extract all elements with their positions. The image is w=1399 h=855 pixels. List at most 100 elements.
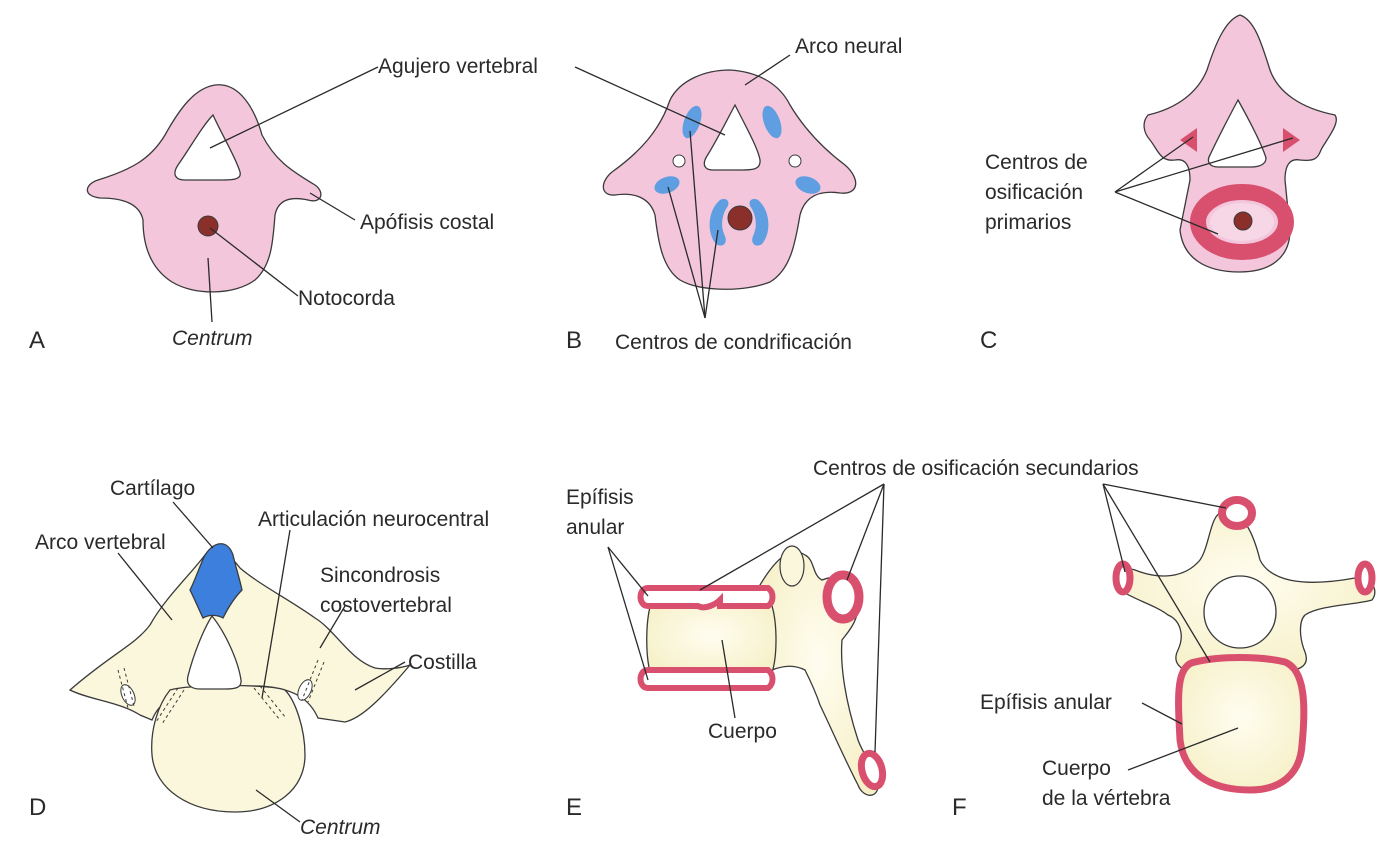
label-epifisis-anular-f: Epífisis anular xyxy=(980,691,1112,714)
chondrification-center-body-right xyxy=(749,198,769,246)
costovertebral-synchondrosis-left-b xyxy=(123,667,135,707)
secondary-ossification-center-transverse xyxy=(822,570,864,624)
leader-f-epiphysis xyxy=(1141,702,1183,725)
panel-b-notochord xyxy=(727,205,753,231)
panel-c-vertebra xyxy=(1114,14,1337,273)
panel-letter-a: A xyxy=(29,327,46,354)
leader-d-neurocentral xyxy=(261,529,291,699)
leader-c-2 xyxy=(1114,137,1294,193)
label-sincondrosis-line2: costovertebral xyxy=(320,594,452,617)
panel-f-vertebra xyxy=(1102,483,1376,794)
costovertebral-synchondrosis-left-a xyxy=(117,669,129,709)
leader-d-cartilage xyxy=(172,501,214,549)
leader-f-secondary-1 xyxy=(1102,483,1227,509)
label-sincondrosis-line1: Sincondrosis xyxy=(320,564,441,587)
costovertebral-synchondrosis-right-a xyxy=(301,659,319,701)
leader-e-secondary-1 xyxy=(699,483,885,591)
panel-letter-b: B xyxy=(566,327,583,354)
leader-e-secondary-2 xyxy=(846,483,885,581)
panel-a-vertebra xyxy=(86,66,379,323)
label-cuerpo-vertebra-line1: Cuerpo xyxy=(1042,757,1111,780)
label-cuerpo-vertebra-line2: de la vértebra xyxy=(1042,787,1171,810)
label-articulacion-neurocentral: Articulación neurocentral xyxy=(258,508,490,531)
label-epifisis-anular-e-line1: Epífisis xyxy=(566,486,634,509)
label-arco-vertebral: Arco vertebral xyxy=(35,531,166,554)
leader-f-body xyxy=(1127,727,1239,771)
panel-letter-d: D xyxy=(29,794,47,821)
leader-f-secondary-3 xyxy=(1102,483,1211,663)
chondrification-center-body-left xyxy=(709,198,729,246)
leader-a-notochord xyxy=(209,227,299,297)
panel-e-pedicle-nub xyxy=(779,545,805,587)
label-apofisis-costal: Apófisis costal xyxy=(360,211,495,234)
panel-e-vertebra xyxy=(607,483,887,796)
panel-c-notochord xyxy=(1233,211,1253,231)
chondrification-center-costal-left xyxy=(654,176,680,194)
panel-letter-e: E xyxy=(566,794,583,821)
panel-d-vertebral-foramen xyxy=(186,614,242,690)
panel-b-hole-right xyxy=(788,154,802,168)
panel-b-hole-left xyxy=(672,154,686,168)
label-centrum-a: Centrum xyxy=(172,327,253,350)
chondrification-center-arch-left xyxy=(682,105,702,139)
panel-b-vertebral-foramen xyxy=(703,103,761,171)
label-arco-neural: Arco neural xyxy=(795,35,903,58)
label-centros-osificacion-primarios-line1: Centros de xyxy=(985,151,1088,174)
label-centros-condrificacion: Centros de condrificación xyxy=(615,331,852,354)
label-centrum-d: Centrum xyxy=(300,816,381,839)
panel-d-arch-and-ribs xyxy=(68,551,413,723)
label-agujero-vertebral: Agujero vertebral xyxy=(378,55,538,78)
leader-a-centrum xyxy=(207,257,213,323)
chondrification-center-costal-right xyxy=(795,176,821,194)
leader-d-rib xyxy=(354,661,406,691)
panel-f-vertebral-foramen xyxy=(1203,575,1277,649)
leader-d-arch xyxy=(117,552,173,621)
label-costilla: Costilla xyxy=(408,651,477,674)
ossification-center-body xyxy=(1190,184,1294,260)
panel-a-vertebral-foramen xyxy=(174,113,241,181)
leader-d-synchondrosis xyxy=(319,605,346,649)
panel-d-centrum xyxy=(151,684,306,813)
secondary-ossification-center-spinous xyxy=(857,749,887,791)
leader-f-secondary-2 xyxy=(1102,483,1126,573)
ossification-center-arch-right xyxy=(1283,128,1300,152)
panel-e-annular-epiphysis-top xyxy=(637,585,776,611)
leader-b-chondro-1 xyxy=(667,186,706,319)
leader-d-centrum xyxy=(255,789,301,823)
neurocentral-joint-right-b xyxy=(259,685,287,719)
panel-b-vertebra xyxy=(574,54,857,319)
panel-e-annular-epiphysis-bottom xyxy=(637,667,776,691)
secondary-ossification-center-spine-f xyxy=(1218,496,1256,530)
label-centros-osificacion-secundarios: Centros de osificación secundarios xyxy=(813,457,1139,480)
panel-a-mesenchyme xyxy=(86,84,322,293)
leader-a-costal xyxy=(309,192,356,221)
chondrification-center-arch-right xyxy=(762,105,782,139)
panel-d-rib-hole-left xyxy=(120,684,136,706)
panel-d-vertebra xyxy=(68,501,413,823)
panel-d-cartilage xyxy=(189,543,243,619)
label-notocorda: Notocorda xyxy=(298,287,395,310)
leader-c-1 xyxy=(1114,136,1194,193)
label-epifisis-anular-e-line2: anular xyxy=(566,516,625,539)
leader-e-cuerpo xyxy=(721,639,736,719)
panel-letter-c: C xyxy=(980,327,998,354)
leader-e-secondary-3 xyxy=(874,483,885,753)
label-cuerpo-e: Cuerpo xyxy=(708,720,777,743)
leader-b-arch xyxy=(744,54,791,86)
leader-e-epiphysis-2 xyxy=(607,546,649,681)
panel-f-body xyxy=(1175,654,1308,794)
panel-b-mesenchyme xyxy=(602,69,857,290)
neurocentral-joint-left-b xyxy=(161,689,185,725)
label-centros-osificacion-primarios-line2: osificación xyxy=(985,181,1084,204)
panel-letter-f: F xyxy=(952,794,967,821)
costovertebral-synchondrosis-right-b xyxy=(307,661,325,703)
leader-b-chondro-2 xyxy=(689,130,706,319)
neurocentral-joint-left-a xyxy=(155,687,179,723)
label-centros-osificacion-primarios-line3: primarios xyxy=(985,211,1072,234)
leader-b-foramen xyxy=(574,66,726,136)
leader-a-foramen xyxy=(209,66,379,149)
leader-c-3 xyxy=(1114,191,1219,235)
leader-e-epiphysis-1 xyxy=(607,546,649,597)
neurocentral-joint-right-a xyxy=(253,687,281,721)
